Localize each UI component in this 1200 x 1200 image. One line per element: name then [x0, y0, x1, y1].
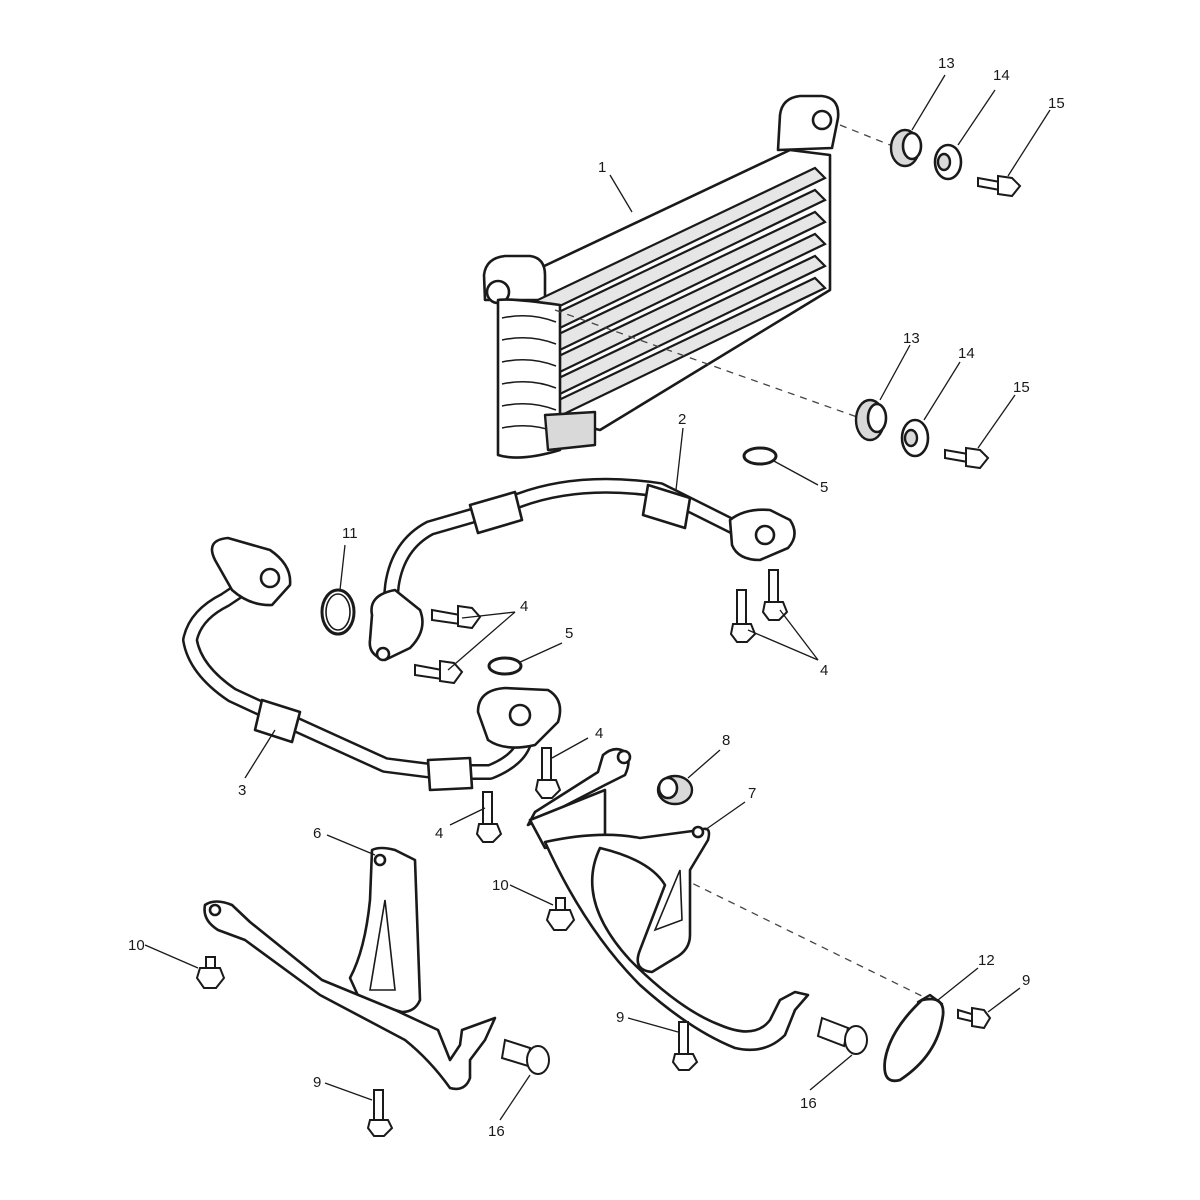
callout-10-middle: 10 [492, 877, 509, 894]
callout-8: 8 [722, 732, 730, 749]
washer-upper [933, 143, 963, 181]
callout-2: 2 [678, 411, 686, 428]
grommet-upper [889, 128, 923, 168]
callout-12: 12 [978, 952, 995, 969]
bolt-lower [944, 446, 990, 470]
callout-5-lower: 5 [565, 625, 573, 642]
callout-14-lower: 14 [958, 345, 975, 362]
spacer-8 [656, 774, 694, 806]
callout-15-upper: 15 [1048, 95, 1065, 112]
alignment-line-bracket [599, 837, 931, 1001]
bolt-10a [195, 956, 226, 989]
callout-4-right: 4 [820, 662, 828, 679]
bolt-9c [957, 1006, 992, 1030]
callout-13-upper: 13 [938, 55, 955, 72]
callout-4-middle: 4 [595, 725, 603, 742]
callout-14-upper: 14 [993, 67, 1010, 84]
callout-15-lower: 15 [1013, 379, 1030, 396]
clip-12 [883, 993, 945, 1083]
oil-pipe-upper [368, 477, 796, 662]
callout-3: 3 [238, 782, 246, 799]
o-ring-5-lower [487, 656, 523, 676]
callout-1: 1 [598, 159, 606, 176]
callout-9-middle: 9 [616, 1009, 624, 1026]
leader-lines [144, 74, 1051, 1121]
bolt-16a [500, 1038, 550, 1075]
bolt-9a [366, 1089, 394, 1137]
bolt-4e [534, 747, 562, 799]
bolt-4f [475, 791, 503, 843]
callout-9-left: 9 [313, 1074, 321, 1091]
bracket-7 [526, 747, 810, 1052]
bolt-10b [545, 897, 576, 931]
bolt-9b [671, 1021, 699, 1071]
bolt-4b [414, 659, 464, 685]
bracket-6 [203, 846, 497, 1091]
callout-7: 7 [748, 785, 756, 802]
alignment-line-lower [554, 309, 861, 419]
bolt-4d [761, 569, 789, 621]
o-ring-11 [320, 588, 356, 636]
callout-10-left: 10 [128, 937, 145, 954]
callout-13-lower: 13 [903, 330, 920, 347]
callout-6: 6 [313, 825, 321, 842]
grommet-lower [854, 398, 888, 442]
oil-pipe-lower [182, 536, 562, 792]
callout-5-upper: 5 [820, 479, 828, 496]
callout-4-lower: 4 [435, 825, 443, 842]
callout-16-right: 16 [800, 1095, 817, 1112]
alignment-line-upper [839, 124, 891, 146]
callout-4-upper-left: 4 [520, 598, 528, 615]
cooler-fins [498, 166, 827, 442]
o-ring-5-upper [742, 446, 778, 466]
oil-cooler [482, 94, 840, 459]
callout-16-left: 16 [488, 1123, 505, 1140]
callout-11: 11 [342, 525, 358, 542]
callout-9-right: 9 [1022, 972, 1030, 989]
washer-lower [900, 418, 930, 458]
bolt-16b [816, 1016, 868, 1055]
callout-labels: 1 2 3 4 4 4 4 5 5 6 7 8 9 9 9 10 10 11 1… [128, 55, 1065, 1140]
bolt-upper [977, 174, 1022, 198]
bolt-4c [729, 589, 757, 643]
